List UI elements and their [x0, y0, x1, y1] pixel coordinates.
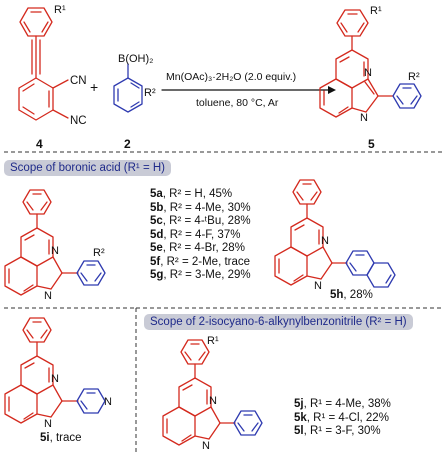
structure-5h — [274, 179, 396, 288]
yield-row-5c: 5c, R² = 4-ᵗBu, 28% — [150, 215, 251, 227]
n-atom-5i-top: N — [51, 373, 59, 385]
section-header-boronic-acid: Scope of boronic acid (R¹ = H) — [4, 160, 171, 176]
product-5-label: 5 — [368, 137, 375, 151]
n-atom-5a-top: N — [51, 245, 59, 257]
yield-row-5g: 5g, R² = 3-Me, 29% — [150, 269, 251, 281]
n-atom-5-top: N — [364, 67, 372, 79]
structure-5i — [4, 317, 106, 424]
reagent-text: Mn(OAc)₃·2H₂O (2.0 equiv.) — [166, 71, 296, 83]
reactant-2-structure — [113, 63, 143, 113]
boronic-acid-label: B(OH)₂ — [118, 53, 153, 65]
product-5-structure — [319, 9, 422, 118]
n-atom-5h-bottom: N — [314, 280, 322, 292]
plus-sign: + — [90, 79, 98, 95]
yield-row-5f: 5f, R² = 2-Me, trace — [150, 255, 251, 268]
section-header-benzonitrile: Scope of 2-isocyano-6-alkynylbenzonitril… — [144, 314, 413, 330]
label-5h: 5h, 28% — [330, 289, 373, 301]
r2-label-5a: R² — [93, 247, 105, 259]
cn-label: CN — [70, 75, 87, 87]
nc-label: NC — [70, 115, 87, 127]
conditions-text: toluene, 80 °C, Ar — [196, 97, 279, 109]
yield-row-5b: 5b, R² = 4-Me, 30% — [150, 201, 251, 214]
reactant-4-label: 4 — [36, 137, 43, 151]
reactant-2-label: 2 — [124, 137, 131, 151]
n-atom-5j-top: N — [209, 395, 217, 407]
structure-5a-5g — [4, 189, 106, 296]
r2-label-2: R² — [144, 87, 156, 99]
label-5i: 5i, trace — [40, 432, 82, 444]
n-atom-5j-bottom: N — [202, 440, 210, 452]
reaction-arrow-head — [328, 86, 336, 94]
yield-row-5d: 5d, R² = 4-F, 37% — [150, 228, 241, 241]
yield-row-5k: 5k, R¹ = 4-Cl, 22% — [294, 411, 389, 424]
yield-row-5l: 5l, R¹ = 3-F, 30% — [294, 425, 381, 437]
n-atom-5h-top: N — [321, 235, 329, 247]
n-atom-5i-bottom: N — [44, 418, 52, 430]
r2-label-5: R² — [408, 71, 420, 83]
r1-label-5j: R¹ — [207, 335, 219, 347]
n-atom-5i-pyridyl: N — [104, 396, 112, 408]
n-atom-5a-bottom: N — [44, 290, 52, 302]
r1-label-5: R¹ — [370, 5, 382, 17]
yield-row-5e: 5e, R² = 4-Br, 28% — [150, 242, 245, 254]
yields-5j-5l: 5j, R¹ = 4-Me, 38% 5k, R¹ = 4-Cl, 22% 5l… — [294, 398, 391, 439]
structure-5j-5l — [162, 339, 263, 446]
yield-row-5j: 5j, R¹ = 4-Me, 38% — [294, 398, 391, 410]
n-atom-5-bottom: N — [360, 112, 368, 124]
r1-label-4: R¹ — [54, 4, 66, 16]
reactant-4-structure — [18, 7, 69, 121]
yields-5a-5g: 5a, R² = H, 45% 5b, R² = 4-Me, 30% 5c, R… — [150, 188, 251, 283]
yield-row-5a: 5a, R² = H, 45% — [150, 188, 233, 200]
